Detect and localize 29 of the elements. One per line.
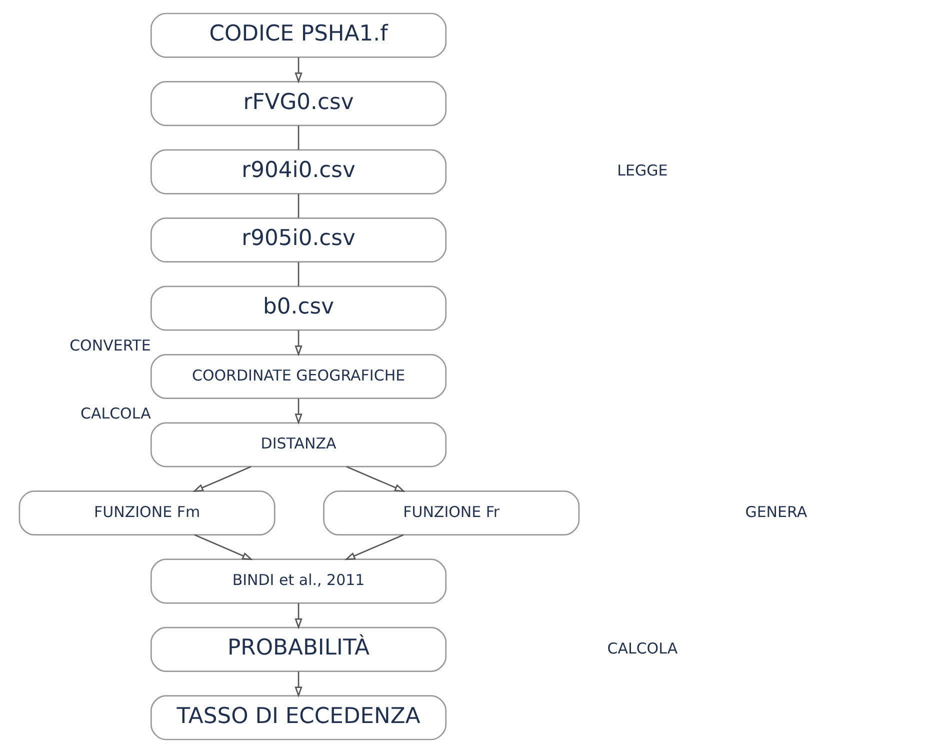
node-box: CODICE PSHA1.f xyxy=(150,12,447,58)
label: LEGGE xyxy=(617,162,668,180)
node-box: PROBABILITÀ xyxy=(150,626,447,672)
node-label: CONVERTE xyxy=(70,336,151,354)
arrow xyxy=(344,534,404,560)
connector xyxy=(298,262,300,286)
node-box: r905i0.csv xyxy=(150,218,447,263)
node-box: rFVG0.csv xyxy=(150,81,447,126)
node-box: FUNZIONE Fm xyxy=(18,490,276,536)
node-box: FUNZIONE Fr xyxy=(323,490,580,536)
arrow xyxy=(294,672,302,698)
node-box: b0.csv xyxy=(150,286,447,331)
arrow xyxy=(294,603,302,630)
label: CALCOLA xyxy=(607,639,678,658)
node-box: TASSO DI ECCEDENZA xyxy=(150,695,447,740)
arrow xyxy=(194,534,254,560)
arrow xyxy=(294,330,302,356)
arrow xyxy=(294,57,302,84)
arrow xyxy=(294,398,302,425)
connector xyxy=(298,126,300,150)
label: GENERA xyxy=(745,502,808,521)
node-box: DISTANZA xyxy=(150,422,447,468)
arrow xyxy=(346,466,406,492)
arrow xyxy=(192,466,252,492)
connector xyxy=(298,194,300,218)
node-box: r904i0.csv xyxy=(150,149,447,194)
node-box: COORDINATE GEOGRAFICHE xyxy=(150,354,447,400)
node-label: CALCOLA xyxy=(80,404,151,423)
node-box: BINDI et al., 2011 xyxy=(150,558,447,604)
